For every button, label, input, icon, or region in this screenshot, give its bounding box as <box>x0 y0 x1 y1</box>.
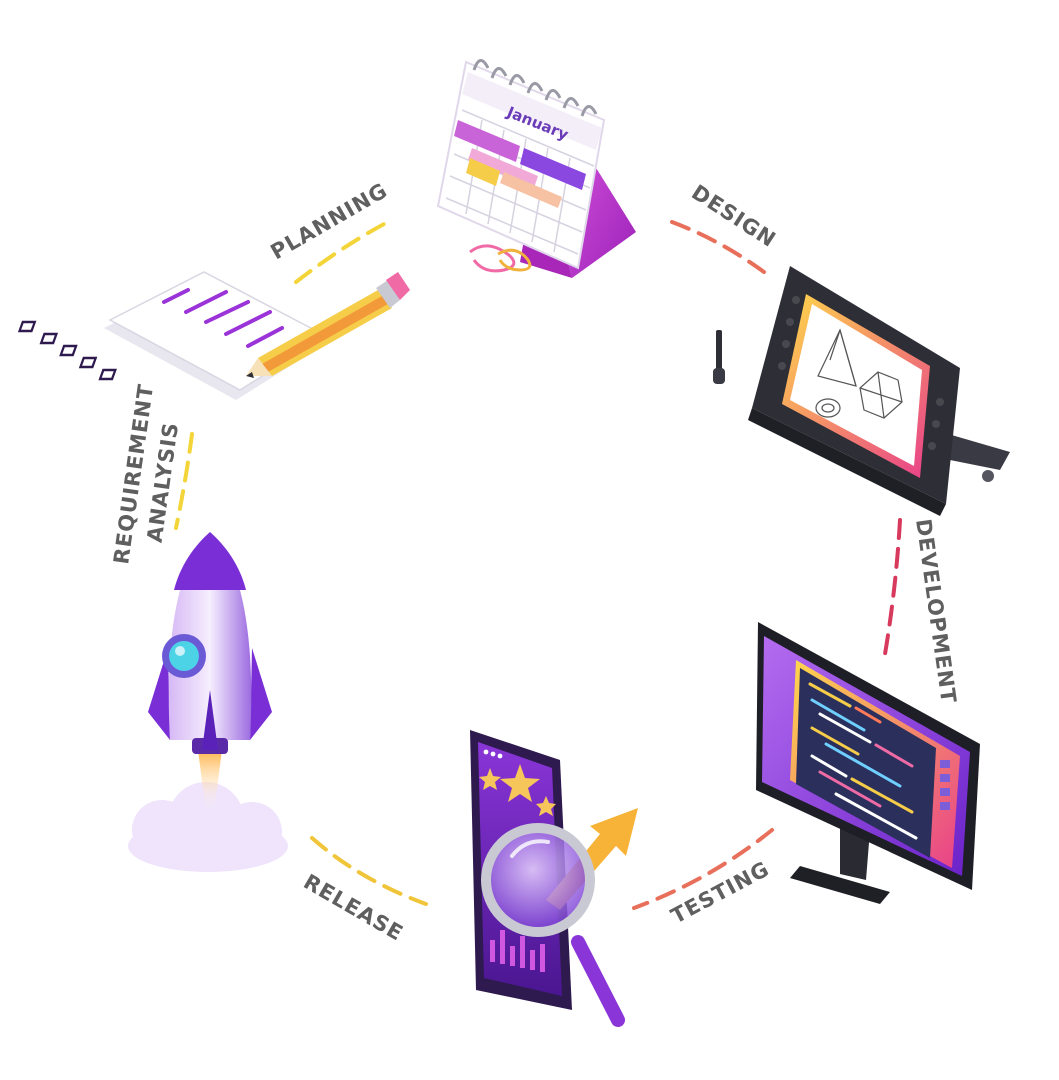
tablet-buttons <box>778 296 944 450</box>
phone-bar-graph <box>490 930 545 972</box>
rocket-icon <box>128 532 288 872</box>
label-release: RELEASE <box>300 870 408 946</box>
paper-clips-icon <box>469 244 532 273</box>
connector-design <box>670 220 766 274</box>
calendar-icon: January <box>436 59 636 278</box>
connector-requirement <box>174 432 194 530</box>
code-lines <box>808 682 918 840</box>
code-monitor-icon <box>756 622 980 904</box>
checklist-pencil-icon <box>17 271 410 400</box>
checklist-lines <box>162 288 284 348</box>
connectors <box>174 220 902 910</box>
monitor-side-panel <box>940 760 950 810</box>
pencil-icon <box>246 272 410 378</box>
drawing-tablet-icon <box>713 266 1010 516</box>
phone-status-dots <box>483 749 503 759</box>
tablet-sketches <box>815 328 903 419</box>
stylus-icon <box>713 330 725 384</box>
label-development: DEVELOPMENT <box>911 517 961 705</box>
checklist-boxes <box>17 320 117 381</box>
calendar-rings <box>472 59 598 117</box>
label-planning: PLANNING <box>267 178 392 264</box>
smoke-cloud <box>128 782 288 872</box>
connector-release <box>310 836 428 906</box>
magnifying-glass-icon <box>481 823 625 1027</box>
rating-stars <box>479 764 556 816</box>
connector-development <box>882 518 902 662</box>
magnifier-phone-icon <box>470 730 638 1027</box>
label-design: DESIGN <box>687 180 780 252</box>
connector-planning <box>294 222 386 284</box>
connector-testing <box>632 828 774 910</box>
label-requirement-analysis: REQUIREMENT ANALYSIS <box>109 382 183 565</box>
